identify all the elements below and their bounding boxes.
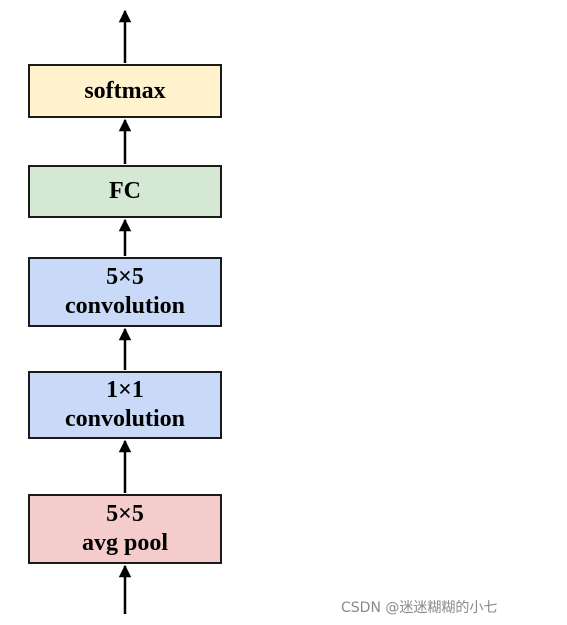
- conv5x5-size-label: 5×5: [106, 264, 144, 291]
- conv1x1-type-label: convolution: [64, 406, 186, 432]
- conv1x1-size-label: 1×1: [106, 377, 144, 404]
- conv1x1-layer: 1×1 convolution: [28, 371, 222, 439]
- conv5x5-type-label: convolution: [64, 293, 186, 319]
- avgpool-size-label: 5×5: [106, 501, 144, 528]
- softmax-label: softmax: [84, 77, 166, 104]
- fc-layer: FC: [28, 165, 222, 218]
- avgpool-type-label: avg pool: [81, 530, 168, 556]
- fc-label: FC: [109, 178, 141, 205]
- avgpool-layer: 5×5 avg pool: [28, 494, 222, 564]
- softmax-layer: softmax: [28, 64, 222, 118]
- csdn-watermark: CSDN @迷迷糊糊的小七: [341, 600, 498, 616]
- conv5x5-layer: 5×5 convolution: [28, 257, 222, 327]
